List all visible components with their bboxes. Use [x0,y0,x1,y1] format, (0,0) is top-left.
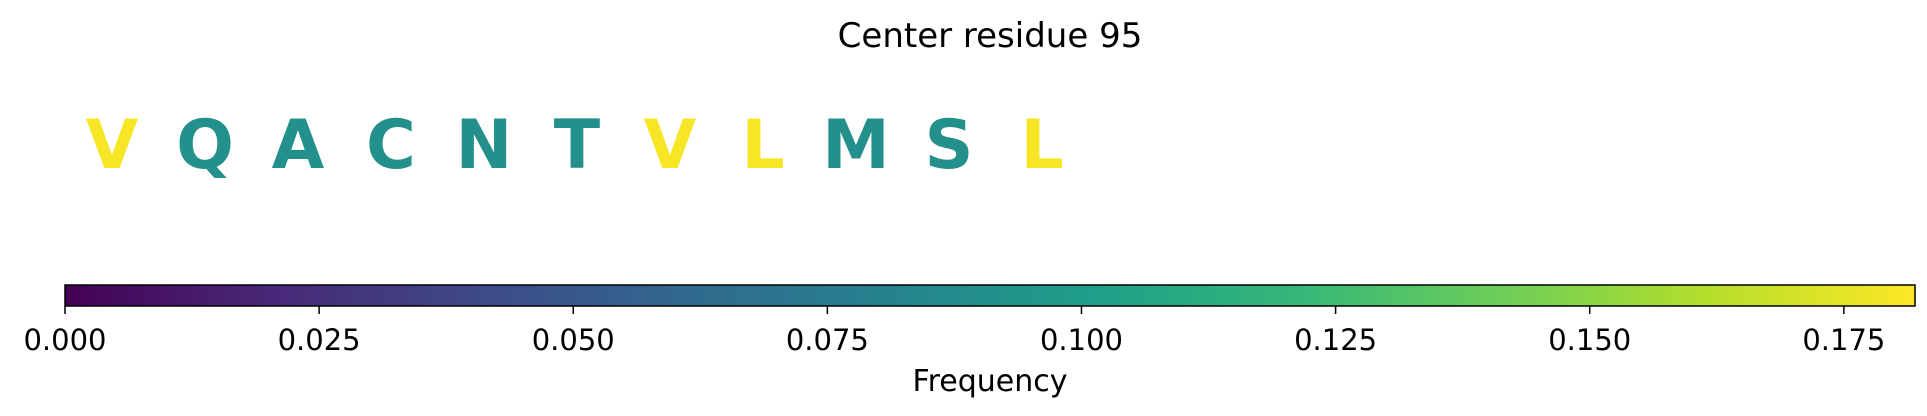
colorbar-tick-label: 0.025 [278,323,361,357]
residue-letter: V [86,106,139,185]
colorbar-label: Frequency [913,364,1068,399]
residue-letter: A [272,106,325,185]
chart-title: Center residue 95 [838,16,1143,56]
colorbar-tick-label: 0.050 [532,323,615,357]
colorbar-tick-label: 0.100 [1040,323,1123,357]
residue-letter: S [925,106,974,185]
residue-letter: M [822,106,890,185]
colorbar-tick-label: 0.125 [1294,323,1377,357]
residue-letter: L [741,106,784,185]
colorbar: 0.000 0.025 0.050 0.075 0.100 0.125 0.150 0.175… [23,284,1916,399]
colorbar-tick-label: 0.150 [1548,323,1631,357]
residue-letter: T [554,106,601,185]
colorbar-tick-label: 0.000 [23,323,106,357]
residue-letter: N [456,106,513,185]
residue-letter: C [366,106,416,185]
colorbar-tick-label: 0.075 [786,323,869,357]
colorbar-gradient [64,284,1916,307]
residue-letter: Q [176,106,234,185]
residue-letter: V [644,106,697,185]
residue-letter: L [1020,106,1063,185]
colorbar-tick-label: 0.175 [1802,323,1885,357]
colorbar-ticks: 0.000 0.025 0.050 0.075 0.100 0.125 0.150 0.175 [23,306,1885,357]
